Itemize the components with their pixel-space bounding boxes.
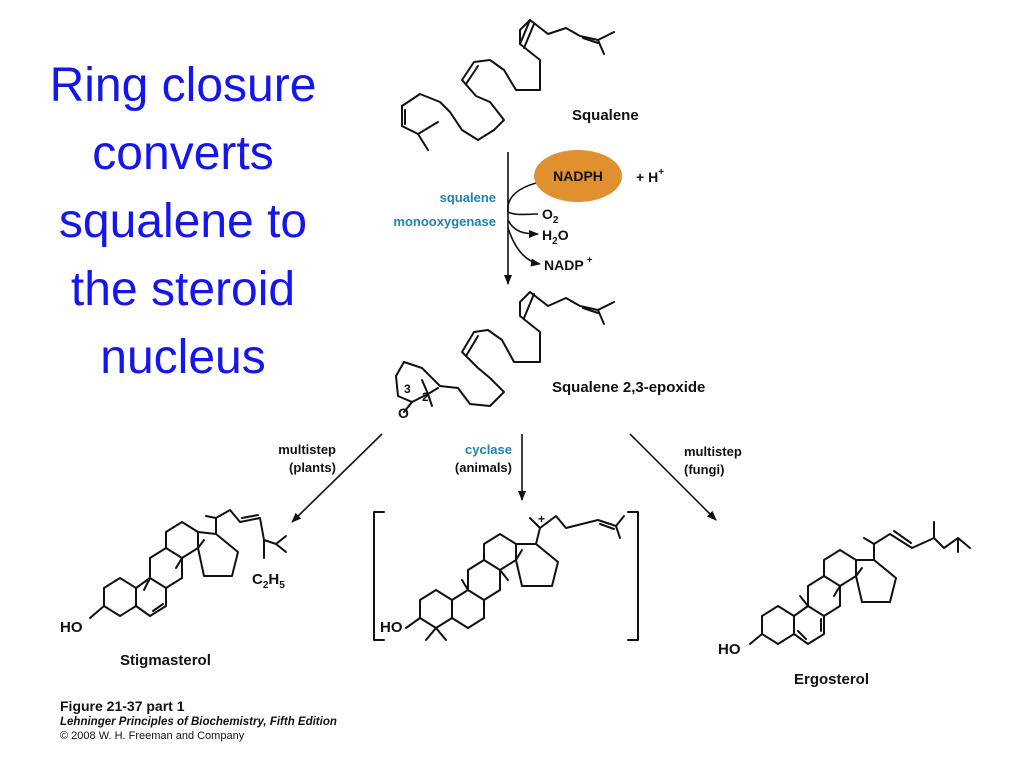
plants-label-line1: multistep (278, 442, 336, 457)
figure-caption: Figure 21-37 part 1 Lehninger Principles… (60, 698, 337, 742)
squalene-label: Squalene (572, 107, 639, 124)
fungi-label-line1: multistep (684, 444, 742, 459)
title-line: nucleus (100, 331, 266, 384)
animals-label-line2: (animals) (455, 460, 512, 475)
plants-arrow (291, 433, 383, 523)
cation-plus: + (538, 512, 545, 526)
o2-curve (507, 211, 539, 216)
epoxide-structure (395, 291, 615, 413)
copyright: © 2008 W. H. Freeman and Company (60, 730, 245, 742)
ergosterol-ho: HO (718, 641, 741, 658)
cation-ho: HO (380, 619, 403, 636)
nadph-ellipse (534, 150, 622, 202)
enzyme-label-line2: monooxygenase (393, 214, 496, 229)
title-line: Ring closure (49, 59, 317, 112)
fungi-arrow (629, 433, 717, 521)
nadph-label: NADPH (553, 168, 603, 184)
title-line: converts (92, 127, 274, 180)
nadp-text: NADP (544, 257, 584, 273)
epoxide-position-2: 2 (422, 390, 429, 404)
title-line: the steroid (70, 263, 296, 316)
nadp-label: NADP+ (544, 255, 593, 273)
ergosterol-structure (749, 521, 971, 645)
enzyme-label-line1: squalene (440, 190, 496, 205)
stigmasterol-ho: HO (60, 619, 83, 636)
epoxide-position-3: 3 (404, 382, 411, 396)
h2o-h: H (542, 227, 552, 243)
h2o-o: O (558, 227, 569, 243)
squalene-structure (401, 19, 615, 151)
nadp-sup: + (587, 255, 593, 266)
h2o-sub: 2 (552, 236, 558, 247)
nadp-curve (507, 227, 541, 267)
ethyl-c: C (252, 571, 263, 588)
slide-title: Ring closure converts squalene to the st… (18, 52, 348, 392)
epoxide-label: Squalene 2,3-epoxide (552, 379, 705, 396)
h-plus-sup: + (658, 167, 664, 178)
book-title: Lehninger Principles of Biochemistry, Fi… (60, 716, 337, 728)
h-plus-label: + H+ (636, 167, 664, 185)
ethyl-sub2: 2 (263, 580, 269, 591)
o2-sub: 2 (553, 215, 559, 226)
o2-o: O (542, 206, 553, 222)
epoxide-oxygen: O (398, 405, 409, 421)
ethyl-sub5: 5 (279, 580, 285, 591)
ergosterol-label: Ergosterol (794, 671, 869, 688)
cation-intermediate-structure (373, 511, 639, 641)
title-line: squalene to (58, 195, 308, 248)
figure-number: Figure 21-37 part 1 (60, 698, 185, 714)
ethyl-h: H (268, 571, 279, 588)
stigmasterol-structure (89, 509, 287, 619)
stigmasterol-label: Stigmasterol (120, 652, 211, 669)
o2-label: O2 (542, 206, 559, 226)
fungi-label-line2: (fungi) (684, 462, 724, 477)
h-plus-text: + H (636, 169, 658, 185)
animals-label-line1: cyclase (465, 442, 512, 457)
h2o-label: H2O (542, 227, 569, 247)
plants-label-line2: (plants) (289, 460, 336, 475)
stigmasterol-ethyl: C2H5 (252, 571, 285, 591)
h2o-curve (507, 219, 539, 238)
